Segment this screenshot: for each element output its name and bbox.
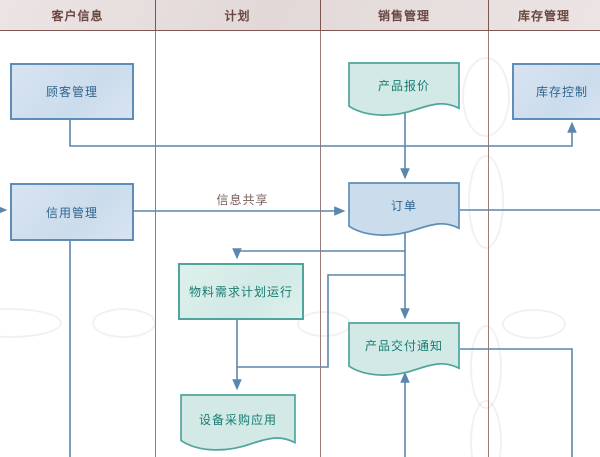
lane-divider <box>488 0 489 457</box>
edge-order-to-mrp-run <box>232 248 405 260</box>
lane-header-label: 计划 <box>224 8 251 23</box>
lane-divider <box>155 0 156 457</box>
node-label: 信用管理 <box>45 205 98 220</box>
node-delivery-notice[interactable]: 产品交付通知 <box>348 322 460 379</box>
node-label: 设备采购应用 <box>198 412 277 427</box>
node-equipment-purchase[interactable]: 设备采购应用 <box>180 394 296 454</box>
lane-header-inventory-management: 库存管理 <box>488 0 600 30</box>
lane-divider <box>320 0 321 457</box>
watermark-ellipse <box>468 155 504 249</box>
lane-header-label: 销售管理 <box>377 8 430 23</box>
edge-delivery-right-down-offscreen <box>460 348 573 457</box>
document-shape <box>180 394 296 454</box>
node-credit-management[interactable]: 信用管理 <box>10 183 134 241</box>
node-label: 库存控制 <box>535 85 588 99</box>
lane-header-sales-management: 销售管理 <box>320 0 488 30</box>
node-product-quote[interactable]: 产品报价 <box>348 62 460 119</box>
node-customer-management[interactable]: 顾客管理 <box>10 63 134 120</box>
node-label: 产品交付通知 <box>364 339 443 353</box>
document-shape <box>348 62 460 119</box>
node-label: 顾客管理 <box>45 85 98 99</box>
lane-header-customer-info: 客户信息 <box>0 0 155 30</box>
edge-customer-to-inventory-control <box>69 116 577 147</box>
lane-header-label: 客户信息 <box>51 8 104 23</box>
node-order[interactable]: 订单 <box>348 182 460 239</box>
watermark-ellipse <box>462 57 510 137</box>
node-label: 产品报价 <box>377 79 430 93</box>
swimlane-header: 客户信息 计划 销售管理 库存管理 <box>0 0 600 31</box>
lane-header-label: 库存管理 <box>517 8 570 23</box>
header-divider <box>155 0 156 30</box>
node-inventory-control[interactable]: 库存控制 <box>512 63 600 120</box>
header-divider <box>488 0 489 30</box>
watermark-ellipse <box>502 309 566 339</box>
watermark-ellipse <box>470 400 502 457</box>
document-shape <box>348 322 460 379</box>
lane-header-planning: 计划 <box>155 0 320 30</box>
node-mrp-run[interactable]: 物料需求计划运行 <box>178 263 304 320</box>
header-divider <box>320 0 321 30</box>
node-label: 订单 <box>390 199 417 213</box>
node-label: 物料需求计划运行 <box>188 285 293 299</box>
document-shape <box>348 182 460 239</box>
edge-label-info-sharing: 信息共享 <box>216 193 269 207</box>
edge-order-branch-to-equipment <box>237 274 405 368</box>
